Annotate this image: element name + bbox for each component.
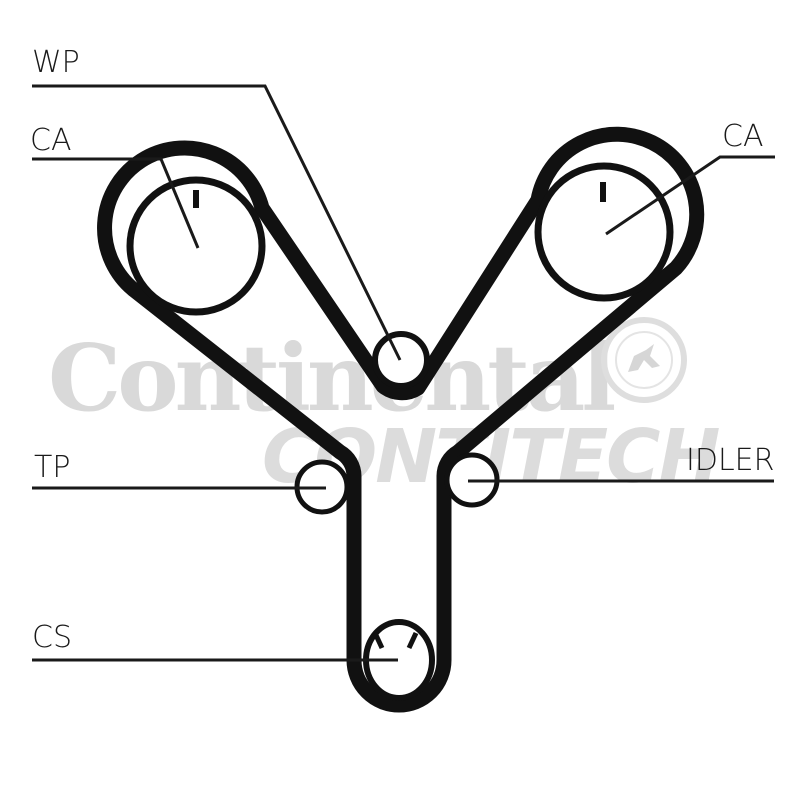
- timing-mark-icon: [193, 190, 199, 208]
- leader-wp: [32, 84, 402, 361]
- label-ca-left: CA: [30, 123, 71, 158]
- horse-emblem-icon: [601, 317, 687, 403]
- leader-lines: [32, 84, 775, 662]
- timing-mark-icon: [372, 631, 385, 650]
- labels: WP CA CA TP IDLER CS: [30, 45, 774, 655]
- pulley-ca-right: [534, 162, 674, 302]
- label-ca-right: CA: [722, 119, 763, 154]
- timing-mark-icon: [600, 182, 606, 202]
- label-wp: WP: [32, 45, 80, 80]
- leader-ca-left: [32, 157, 200, 249]
- timing-mark-icon: [406, 631, 419, 650]
- label-idler: IDLER: [686, 443, 774, 478]
- leader-ca-right: [605, 155, 775, 236]
- label-cs: CS: [32, 620, 72, 655]
- belt: [97, 126, 705, 713]
- watermark-continental: Continental: [48, 324, 614, 432]
- label-tp: TP: [34, 450, 70, 485]
- pulley-wp: [372, 331, 430, 389]
